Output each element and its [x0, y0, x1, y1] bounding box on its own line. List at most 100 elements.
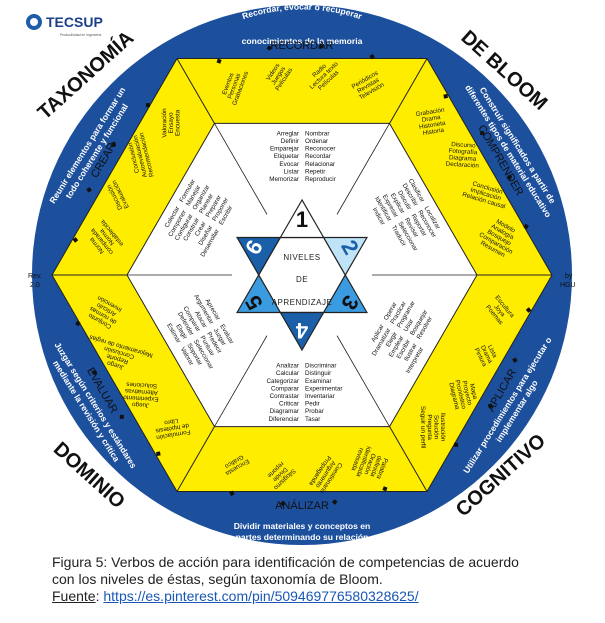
bullet-icon — [525, 307, 532, 313]
product-item: Pregunta — [426, 414, 433, 440]
verb-item: Examinar — [305, 378, 332, 385]
verb-item: Experimentar — [305, 385, 342, 392]
bullet-icon — [487, 403, 493, 409]
bullet-icon — [72, 237, 79, 243]
caption-line-2: con los niveles de éstas, según taxonomí… — [52, 571, 383, 587]
logo-name: TECSUP — [46, 14, 103, 30]
verb-item: Definir — [281, 138, 299, 145]
product-item: Juego — [131, 401, 149, 409]
bullet-icon — [156, 451, 161, 457]
level-triangle-1 — [279, 198, 325, 239]
verb-item: Arreglar — [277, 130, 299, 137]
bullet-icon — [75, 320, 81, 327]
verb-item: Calcular — [276, 370, 299, 377]
bullet-icon — [119, 414, 124, 419]
verb-item: Pedir — [305, 401, 320, 408]
inner-spoke — [336, 123, 390, 215]
author-label: by HGU — [560, 273, 576, 289]
verb-item: Ordenar — [305, 138, 328, 145]
product-item: Libro — [163, 417, 178, 426]
bullet-icon — [279, 500, 286, 507]
arc-bottom-line-1: Dividir materiales y conceptos en — [234, 521, 371, 531]
verb-item: Tasar — [305, 416, 320, 423]
tecsup-logo: TECSUP Productividad en Ingeniería — [26, 14, 103, 37]
revision-label: Rev. 2.0 — [28, 273, 42, 289]
bullet-icon — [331, 499, 338, 505]
product-item: Soluciones — [126, 380, 157, 389]
bullet-icon — [266, 45, 273, 51]
bullet-icon — [382, 486, 388, 492]
spoke — [389, 426, 428, 492]
logo-tagline: Productividad en Ingeniería — [60, 33, 101, 37]
wheel-svg: TECSUP Productividad en Ingeniería 12345… — [26, 5, 576, 545]
source-link[interactable]: https://es.pinterest.com/pin/50946977658… — [103, 588, 419, 604]
product-item: Grabación — [415, 106, 445, 118]
spoke — [176, 58, 215, 124]
verb-item: Diferenciar — [269, 416, 299, 423]
verb-item: Repetir — [305, 168, 325, 175]
product-item: Encuesta — [174, 109, 181, 136]
product-item: Declaración — [445, 161, 479, 170]
verb-item: Probar — [305, 408, 324, 415]
figure-caption: Figura 5: Verbos de acción para identifi… — [52, 554, 597, 605]
verb-item: Diagramar — [270, 408, 299, 415]
product-item: Experimento — [123, 393, 159, 402]
spokes — [52, 58, 552, 492]
category-label-4: ANÁLIZAR — [275, 499, 329, 512]
level-triangle-3 — [322, 273, 368, 314]
product-item: Solución — [432, 415, 439, 440]
bullet-icon — [86, 187, 92, 193]
center-label: NIVELES DE APRENDIZAJE — [272, 253, 333, 307]
verb-item: Etiquetar — [274, 153, 299, 160]
caption-line-1: Figura 5: Verbos de acción para identifi… — [52, 554, 519, 570]
level-triangle-4 — [279, 311, 325, 352]
verb-item: Contrastar — [270, 393, 299, 400]
svg-text:by: by — [565, 273, 573, 280]
verb-list-4: AnalizarCalcularCategorizarCompararContr… — [266, 363, 342, 423]
svg-text:2.0: 2.0 — [30, 282, 40, 289]
bullet-icon — [523, 223, 529, 230]
product-item: Historia — [422, 127, 445, 138]
center-line-3: APRENDIZAJE — [272, 298, 333, 307]
level-number-1: 1 — [296, 207, 308, 232]
verb-item: Inventariar — [305, 393, 335, 400]
spoke — [389, 58, 428, 124]
product-item: Mapa — [468, 383, 479, 400]
product-item: Diagrama — [449, 154, 477, 163]
caption-source: Fuente: https://es.pinterest.com/pin/509… — [52, 588, 419, 604]
verb-item: Memorizar — [269, 176, 299, 183]
product-group: PalabradefinidaOraciónidentificadarevisa… — [350, 445, 389, 492]
inner-spoke — [214, 123, 268, 215]
verb-item: Reconocer — [305, 146, 335, 153]
arc-bottom-line-2: partes determinando su relación — [236, 532, 369, 542]
verb-list-1: ArreglarDefinirEmparejarEtiquetarEvocarL… — [269, 130, 336, 183]
bullet-icon — [369, 53, 375, 60]
verb-item: Nombrar — [305, 130, 330, 137]
bullet-icon — [216, 58, 222, 64]
inner-spoke — [214, 335, 268, 427]
verb-list-5: ApreciarArgumentarAtacarCompararDefender… — [165, 293, 235, 370]
verb-item: Comparar — [271, 385, 299, 392]
spoke — [176, 426, 215, 492]
arc-top-line-2: conocimientos de la memoria — [242, 36, 363, 46]
verb-item: Categorizar — [266, 378, 299, 385]
category-label-1: RECORDAR — [271, 40, 334, 52]
bullet-icon — [454, 442, 459, 447]
verb-item: Discriminar — [305, 363, 337, 370]
verb-item: Emparejar — [270, 146, 299, 153]
level-triangle-2 — [322, 236, 368, 277]
product-item: Valoración — [161, 108, 168, 138]
verb-item: Reproducir — [305, 176, 336, 183]
level-triangle-6 — [236, 236, 282, 277]
bullet-icon — [145, 103, 150, 108]
inner-verb-lists: ArreglarDefinirEmparejarEtiquetarEvocarL… — [164, 130, 442, 423]
svg-text:HGU: HGU — [560, 282, 576, 289]
